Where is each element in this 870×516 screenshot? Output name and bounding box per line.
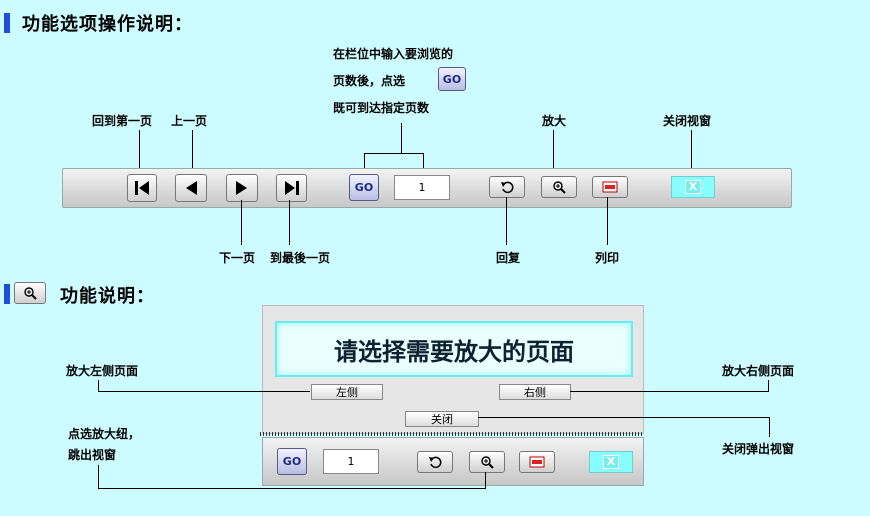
section2-title: 功能说明：	[60, 286, 155, 307]
close-icon: X	[684, 180, 702, 194]
close-icon: X	[602, 455, 620, 469]
go-note-line2: 页数後，点选	[333, 74, 406, 88]
first-page-icon	[135, 181, 149, 195]
first-page-button[interactable]	[127, 174, 157, 202]
label-print: 列印	[595, 251, 620, 265]
zoom-button[interactable]	[541, 176, 577, 198]
zoom-dialog: 请选择需要放大的页面 左侧 右侧 关闭	[262, 305, 644, 434]
label-close-popup: 关闭弹出视窗	[722, 442, 795, 456]
go-button-bottom[interactable]: GO	[277, 448, 307, 475]
restore-button[interactable]	[489, 176, 525, 198]
label-zoom-line1: 点选放大纽，	[68, 427, 141, 441]
label-next-page: 下一页	[219, 251, 256, 265]
next-page-button[interactable]	[226, 174, 258, 202]
toolbar-bottom: GO 1 X	[262, 437, 644, 486]
label-close-window: 关闭视窗	[663, 114, 712, 128]
last-page-icon	[284, 181, 299, 195]
dialog-close-button[interactable]: 关闭	[405, 411, 479, 427]
prev-page-button[interactable]	[175, 174, 207, 202]
label-last-page: 到最後一页	[270, 251, 331, 265]
last-page-button[interactable]	[276, 174, 307, 202]
dialog-divider	[260, 432, 644, 436]
zoom-icon	[24, 287, 37, 300]
section-marker	[4, 13, 10, 33]
next-page-icon	[236, 181, 247, 195]
page-number-input[interactable]: 1	[394, 175, 450, 200]
go-button-example: GO	[438, 67, 466, 91]
zoom-icon	[553, 181, 566, 194]
zoom-button-bottom[interactable]	[469, 451, 505, 473]
print-icon	[602, 181, 618, 193]
zoom-icon	[481, 456, 494, 469]
zoom-left-button[interactable]: 左侧	[311, 384, 383, 400]
go-note-line3: 既可到达指定页数	[333, 101, 430, 115]
go-note-line1: 在栏位中输入要浏览的	[333, 47, 454, 61]
section1-title: 功能选项操作说明：	[22, 14, 193, 35]
label-first-page: 回到第一页	[92, 114, 153, 128]
print-icon	[529, 456, 545, 468]
prev-page-icon	[186, 181, 197, 195]
zoom-button-example	[14, 282, 46, 304]
label-zoom-line2: 跳出视窗	[68, 448, 117, 462]
label-zoom-left: 放大左侧页面	[66, 364, 139, 378]
label-restore: 回复	[496, 251, 521, 265]
zoom-right-button[interactable]: 右侧	[499, 384, 571, 400]
close-window-button-bottom[interactable]: X	[589, 451, 633, 473]
print-button[interactable]	[592, 176, 628, 198]
close-window-button[interactable]: X	[671, 176, 715, 198]
label-zoom-right: 放大右侧页面	[722, 364, 795, 378]
print-button-bottom[interactable]	[519, 451, 555, 473]
restore-icon	[501, 181, 514, 194]
go-button[interactable]: GO	[349, 174, 379, 201]
section2-marker	[4, 284, 10, 304]
page-number-input-bottom[interactable]: 1	[323, 449, 379, 474]
dialog-title: 请选择需要放大的页面	[275, 321, 633, 377]
restore-icon	[429, 456, 442, 469]
label-zoom: 放大	[542, 114, 567, 128]
restore-button-bottom[interactable]	[417, 451, 453, 473]
label-prev-page: 上一页	[171, 114, 208, 128]
toolbar: GO 1 X	[62, 168, 792, 208]
